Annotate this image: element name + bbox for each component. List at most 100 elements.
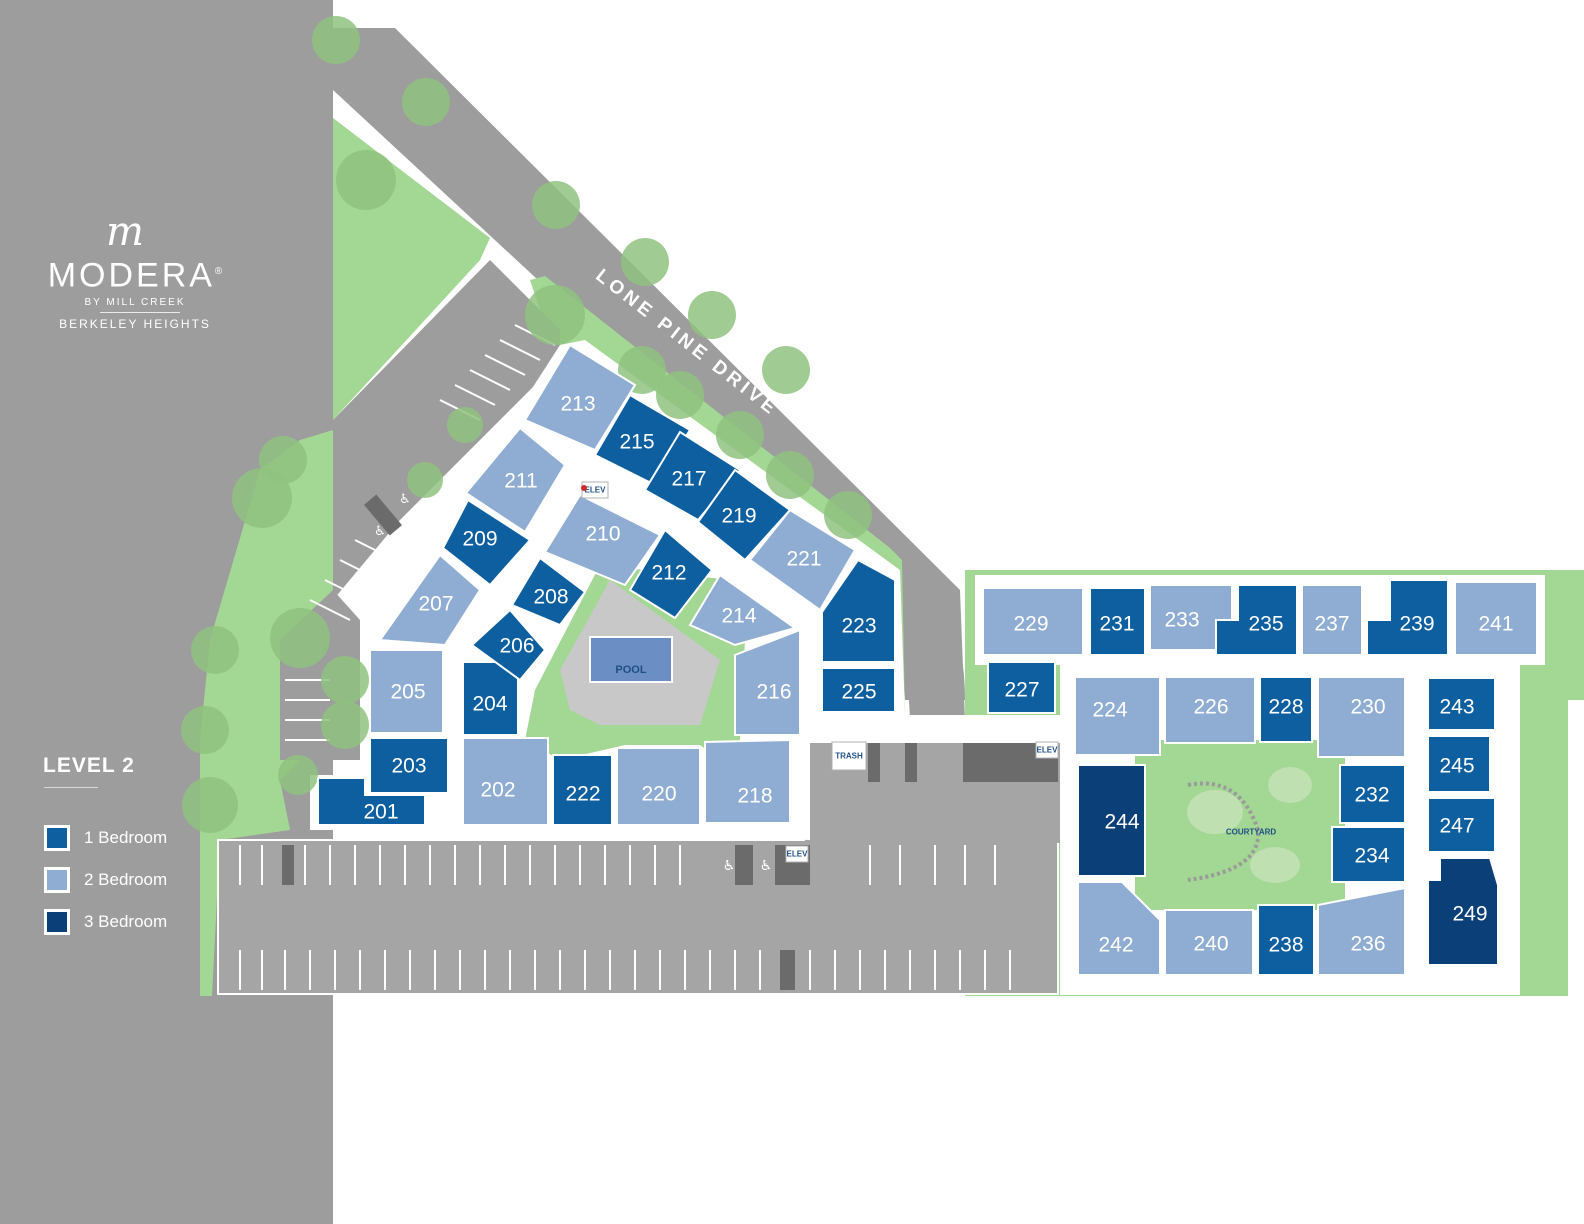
legend-swatch-3-bedroom [44, 909, 70, 935]
you-are-here-marker [581, 485, 587, 491]
unit-216[interactable] [734, 628, 801, 736]
unit-201[interactable] [317, 777, 426, 826]
unit-label-222: 222 [565, 783, 600, 806]
connector-corridor [800, 715, 1075, 743]
unit-244[interactable] [1077, 764, 1146, 877]
unit-label-228: 228 [1268, 696, 1303, 719]
trash-label: TRASH [835, 752, 863, 761]
unit-label-205: 205 [390, 681, 425, 704]
parking-dark-bays [282, 494, 1058, 990]
unit-210[interactable] [543, 493, 662, 587]
unit-label-229: 229 [1013, 613, 1048, 636]
unit-226[interactable] [1164, 676, 1256, 744]
elevator-1: ELEV [581, 481, 609, 499]
unit-207[interactable] [378, 553, 482, 647]
legend-item-2-bedroom[interactable]: 2 Bedroom [44, 859, 167, 901]
unit-241[interactable] [1454, 581, 1538, 656]
unit-209[interactable] [441, 498, 532, 587]
unit-206[interactable] [470, 608, 547, 682]
unit-234[interactable] [1331, 826, 1406, 883]
pool [589, 636, 673, 683]
road-curve [900, 560, 965, 700]
legend-label-3-bedroom: 3 Bedroom [84, 912, 168, 931]
unit-label-244: 244 [1104, 811, 1139, 834]
legend: 1 Bedroom 2 Bedroom 3 Bedroom [44, 817, 167, 943]
unit-203[interactable] [369, 737, 449, 794]
unit-237[interactable] [1301, 584, 1363, 656]
unit-208[interactable] [510, 556, 587, 627]
unit-205[interactable] [369, 649, 444, 734]
elevator-3: ELEV [1035, 741, 1059, 759]
unit-label-208: 208 [533, 586, 568, 609]
legend-item-1-bedroom[interactable]: 1 Bedroom [44, 817, 167, 859]
unit-label-247: 247 [1439, 815, 1474, 838]
unit-label-201: 201 [363, 801, 398, 824]
unit-212[interactable] [628, 528, 714, 620]
unit-243[interactable] [1427, 677, 1496, 731]
unit-213[interactable] [523, 343, 637, 452]
unit-label-226: 226 [1193, 696, 1228, 719]
grass-west [200, 430, 333, 996]
courtyard-lawn-2 [1268, 767, 1312, 803]
unit-label-215: 215 [619, 431, 654, 454]
unit-label-234: 234 [1354, 845, 1389, 868]
level-divider [44, 787, 98, 788]
unit-223[interactable] [821, 558, 896, 663]
unit-240[interactable] [1164, 909, 1254, 976]
unit-label-241: 241 [1478, 613, 1513, 636]
unit-218[interactable] [704, 738, 791, 824]
unit-247[interactable] [1427, 797, 1496, 853]
courtyard-walkway [1187, 781, 1261, 882]
unit-230[interactable] [1317, 676, 1406, 758]
unit-label-249: 249 [1452, 903, 1487, 926]
unit-224[interactable] [1074, 676, 1161, 756]
unit-228[interactable] [1259, 676, 1313, 743]
unit-239[interactable] [1366, 579, 1449, 656]
unit-221[interactable] [748, 508, 857, 612]
courtyard-label: COURTYARD [1226, 828, 1277, 837]
trees [181, 16, 872, 833]
legend-label-2-bedroom: 2 Bedroom [84, 870, 168, 889]
unit-label-230: 230 [1350, 696, 1385, 719]
unit-label-204: 204 [472, 693, 507, 716]
unit-249[interactable] [1427, 857, 1499, 966]
unit-211[interactable] [464, 426, 567, 534]
unit-202[interactable] [462, 737, 549, 826]
unit-label-219: 219 [721, 505, 756, 528]
unit-214[interactable] [688, 573, 798, 647]
unit-label-211: 211 [504, 470, 537, 493]
unit-label-212: 212 [651, 562, 686, 585]
unit-242[interactable] [1077, 881, 1161, 976]
unit-225[interactable] [821, 667, 896, 713]
unit-label-232: 232 [1354, 784, 1389, 807]
unit-236[interactable] [1317, 886, 1406, 976]
legend-item-3-bedroom[interactable]: 3 Bedroom [44, 901, 167, 943]
unit-235[interactable] [1215, 584, 1298, 656]
parking-stripes [239, 324, 1011, 990]
unit-label-224: 224 [1092, 699, 1127, 722]
unit-label-233: 233 [1164, 609, 1199, 632]
unit-label-231: 231 [1099, 613, 1134, 636]
unit-238[interactable] [1257, 904, 1315, 976]
unit-label-202: 202 [480, 779, 515, 802]
unit-label-210: 210 [585, 523, 620, 546]
east-courtyard [1135, 740, 1345, 910]
accessible-parking-icon: ♿ [760, 858, 773, 874]
unit-220[interactable] [616, 747, 701, 826]
unit-label-214: 214 [721, 605, 756, 628]
accessible-parking-icon: ♿ [374, 524, 386, 539]
elevator-label-2: ELEV [787, 850, 809, 859]
courtyard-lawn-1 [1187, 790, 1243, 834]
unit-231[interactable] [1089, 587, 1146, 656]
unit-label-235: 235 [1248, 613, 1283, 636]
unit-245[interactable] [1427, 735, 1491, 793]
unit-227[interactable] [987, 661, 1056, 714]
trash-room: TRASH [831, 741, 867, 771]
unit-222[interactable] [552, 754, 613, 826]
unit-229[interactable] [982, 587, 1084, 656]
unit-label-238: 238 [1268, 934, 1303, 957]
unit-232[interactable] [1339, 764, 1406, 824]
unit-label-225: 225 [841, 681, 876, 704]
unit-label-242: 242 [1098, 934, 1133, 957]
courtyard-lawn-3 [1250, 847, 1300, 883]
